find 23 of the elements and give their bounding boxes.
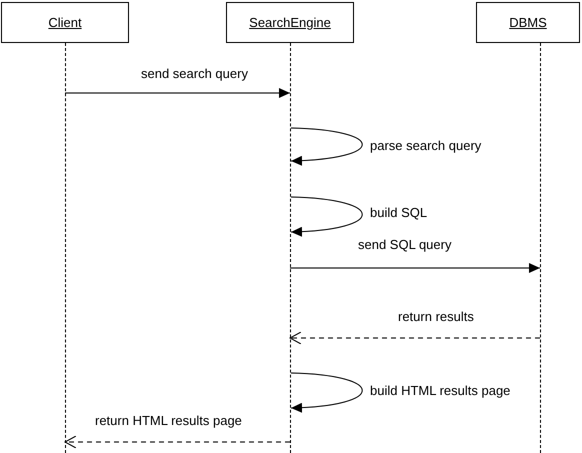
message-arrow <box>64 88 290 98</box>
object-name: SearchEngine <box>249 15 331 30</box>
message-label: parse search query <box>370 138 482 153</box>
message-label: build SQL <box>370 205 428 220</box>
object-box <box>1 2 129 43</box>
self-message-arrow <box>290 372 363 412</box>
message-label: return HTML results page <box>95 413 242 428</box>
message-label: send SQL query <box>358 237 452 252</box>
lifeline <box>540 43 541 453</box>
self-message-arrow <box>290 196 363 236</box>
message-label: build HTML results page <box>370 383 510 398</box>
self-message-arrow <box>290 128 363 166</box>
message-label: return results <box>398 309 474 324</box>
lifeline <box>290 43 291 453</box>
return-message-arrow <box>290 332 540 344</box>
object-name: DBMS <box>509 15 547 30</box>
message-arrow <box>290 263 540 273</box>
message-label: send search query <box>141 66 248 81</box>
return-message-arrow <box>64 436 290 448</box>
object-name: Client <box>48 15 82 30</box>
object-box <box>226 2 354 43</box>
object-box <box>476 2 580 43</box>
lifeline <box>65 43 66 453</box>
